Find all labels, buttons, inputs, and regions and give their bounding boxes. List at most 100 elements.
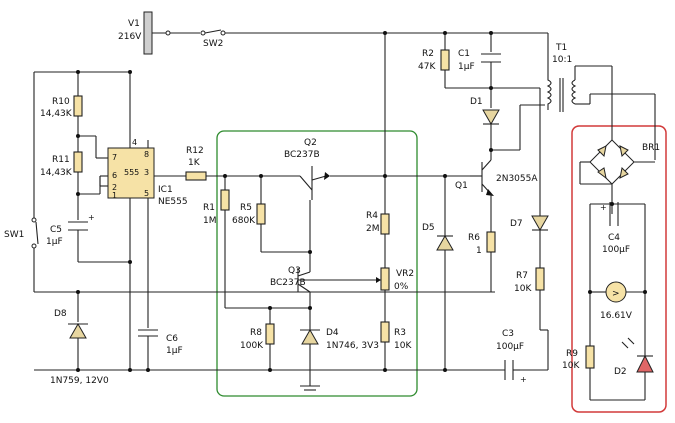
r5-label: R5 (240, 203, 252, 213)
ic1-pin3: 3 (144, 168, 149, 177)
r7-value: 10K (514, 284, 532, 294)
c3-label: C3 (502, 329, 514, 339)
ic1-pin5: 5 (144, 189, 149, 198)
r12-label: R12 (186, 146, 204, 156)
capacitor-c4: + C4 100µF (600, 202, 630, 255)
sw1-label: SW1 (4, 230, 24, 240)
zener-d4: D4 1N746, 3V3 (300, 308, 379, 386)
c3-value: 100µF (496, 342, 524, 352)
q3-part: BC237B (270, 278, 306, 288)
r12-value: 1K (188, 158, 201, 168)
c5-plus: + (88, 213, 95, 222)
led-d2: D2 (614, 337, 654, 400)
q2-label: Q2 (304, 138, 317, 148)
r3-label: R3 (394, 328, 406, 338)
r4-label: R4 (366, 211, 378, 221)
d5-label: D5 (422, 223, 435, 233)
zener-d8: D8 1N759, 12V0 (50, 292, 109, 386)
ic1-chip-mark: 555 (124, 168, 139, 177)
c1-label: C1 (458, 49, 470, 59)
r9-label: R9 (566, 349, 578, 359)
r5-value: 680K (232, 216, 256, 226)
ic1-pin1: 1 (112, 191, 117, 200)
resistor-r6: R6 1 (468, 231, 496, 292)
resistor-r8: R8 100K (240, 308, 275, 370)
ic1-pin4: 4 (132, 138, 137, 147)
green-highlight-box (216, 130, 418, 397)
voltmeter-v-icon: > (612, 289, 620, 299)
transistor-q3: Q3 BC237B (270, 252, 382, 308)
t1-label: T1 (555, 43, 567, 53)
ic1-ne555: 7 8 6 3 2 1 5 4 555 IC1 NE555 (107, 138, 188, 207)
r1-label: R1 (203, 203, 215, 213)
r8-label: R8 (250, 328, 262, 338)
meter-value: 16.61V (600, 311, 633, 321)
ic1-pin6: 6 (112, 171, 117, 180)
vr2-value: 0% (394, 282, 409, 292)
vr2-label: VR2 (396, 269, 414, 279)
ic1-part: NE555 (158, 197, 188, 207)
potentiometer-vr2: VR2 0% (376, 267, 414, 322)
v1-value: 216V (118, 32, 142, 42)
r8-value: 100K (240, 341, 264, 351)
r2-label: R2 (422, 49, 434, 59)
d2-label: D2 (614, 367, 627, 377)
capacitor-c5: + C5 1µF (46, 213, 95, 262)
c4-plus: + (600, 203, 607, 212)
br1-label: BR1 (642, 143, 660, 153)
q1-part: 2N3055A (496, 174, 538, 184)
resistor-r11: R11 14,43K (40, 151, 83, 220)
c1-value: 1µF (458, 62, 475, 72)
junction-dots (76, 31, 647, 372)
resistor-r1: R1 1M (203, 176, 230, 308)
d8-value: 1N759, 12V0 (50, 376, 109, 386)
r10-label: R10 (52, 97, 70, 107)
transistor-q1: Q1 2N3055A (455, 150, 538, 232)
voltmeter: > 16.61V (600, 281, 633, 321)
d8-label: D8 (54, 309, 67, 319)
d1-label: D1 (470, 97, 483, 107)
q3-label: Q3 (288, 266, 301, 276)
q1-label: Q1 (455, 181, 468, 191)
c4-label: C4 (608, 233, 620, 243)
transistor-q2: Q2 BC237B (284, 138, 385, 252)
source-v1: V1 216V (118, 11, 153, 55)
d4-label: D4 (326, 328, 339, 338)
resistor-r7: R7 10K (514, 267, 548, 331)
resistor-r5: R5 680K (232, 176, 310, 253)
r6-label: R6 (468, 233, 480, 243)
ic1-pin2: 2 (112, 183, 117, 192)
c5-value: 1µF (46, 237, 63, 247)
diode-d1: D1 (470, 97, 500, 150)
resistor-r4: R4 2M (366, 211, 390, 268)
t1-ratio: 10:1 (552, 55, 572, 65)
d7-label: D7 (510, 219, 523, 229)
resistor-r10: R10 14,43K (40, 72, 83, 152)
r6-value: 1 (476, 246, 482, 256)
resistor-r3: R3 10K (380, 321, 412, 370)
c5-label: C5 (50, 225, 62, 235)
zener-d5: D5 (422, 176, 454, 370)
r4-value: 2M (366, 224, 380, 234)
q2-part: BC237B (284, 150, 320, 160)
ground-symbol (300, 385, 320, 391)
resistor-r9: R9 10K (562, 345, 595, 400)
ic1-pin7: 7 (112, 153, 117, 162)
resistor-r12: R12 1K (154, 146, 300, 181)
switch-sw2: SW2 (165, 29, 226, 49)
r11-label: R11 (52, 155, 70, 165)
c6-value: 1µF (166, 346, 183, 356)
r2-value: 47K (418, 62, 436, 72)
resistor-r2: R2 47K (418, 49, 450, 88)
r10-value: 14,43K (40, 109, 73, 119)
r11-value: 14,43K (40, 168, 73, 178)
c3-plus: + (520, 375, 527, 384)
ic1-pin8: 8 (144, 150, 149, 159)
capacitor-c3: + C3 100µF (496, 329, 527, 384)
c6-label: C6 (166, 334, 178, 344)
d4-value: 1N746, 3V3 (326, 341, 379, 351)
diode-d7: D7 (510, 215, 549, 268)
v1-label: V1 (128, 19, 140, 29)
